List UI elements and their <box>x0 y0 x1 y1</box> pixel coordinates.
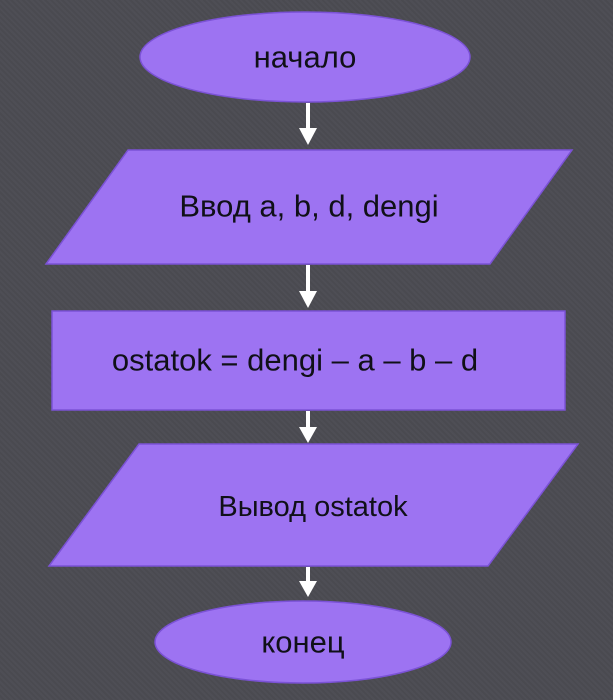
arrow-head <box>299 128 317 145</box>
start-node: начало <box>139 11 471 103</box>
start-label: начало <box>254 40 357 75</box>
input-label: Ввод a, b, d, dengi <box>179 189 438 224</box>
start-ellipse <box>139 11 471 103</box>
input-parallelogram <box>44 149 574 265</box>
arrow-process-to-output <box>299 411 317 443</box>
process-rectangle <box>51 310 566 411</box>
arrow-head <box>299 291 317 308</box>
output-parallelogram <box>47 443 580 567</box>
process-node: ostatok = dengi – a – b – d <box>51 310 566 411</box>
arrow-input-to-process <box>299 265 317 308</box>
arrow-head <box>299 581 317 597</box>
arrow-start-to-input <box>299 103 317 145</box>
input-node: Ввод a, b, d, dengi <box>44 149 574 265</box>
output-label: Вывод ostatok <box>218 491 408 523</box>
process-label: ostatok = dengi – a – b – d <box>112 343 478 378</box>
end-node: конец <box>154 600 452 684</box>
end-ellipse <box>154 600 452 684</box>
output-node: Вывод ostatok <box>47 443 580 567</box>
arrow-output-to-end <box>299 567 317 597</box>
arrow-head <box>299 427 317 443</box>
end-label: конец <box>261 625 345 660</box>
